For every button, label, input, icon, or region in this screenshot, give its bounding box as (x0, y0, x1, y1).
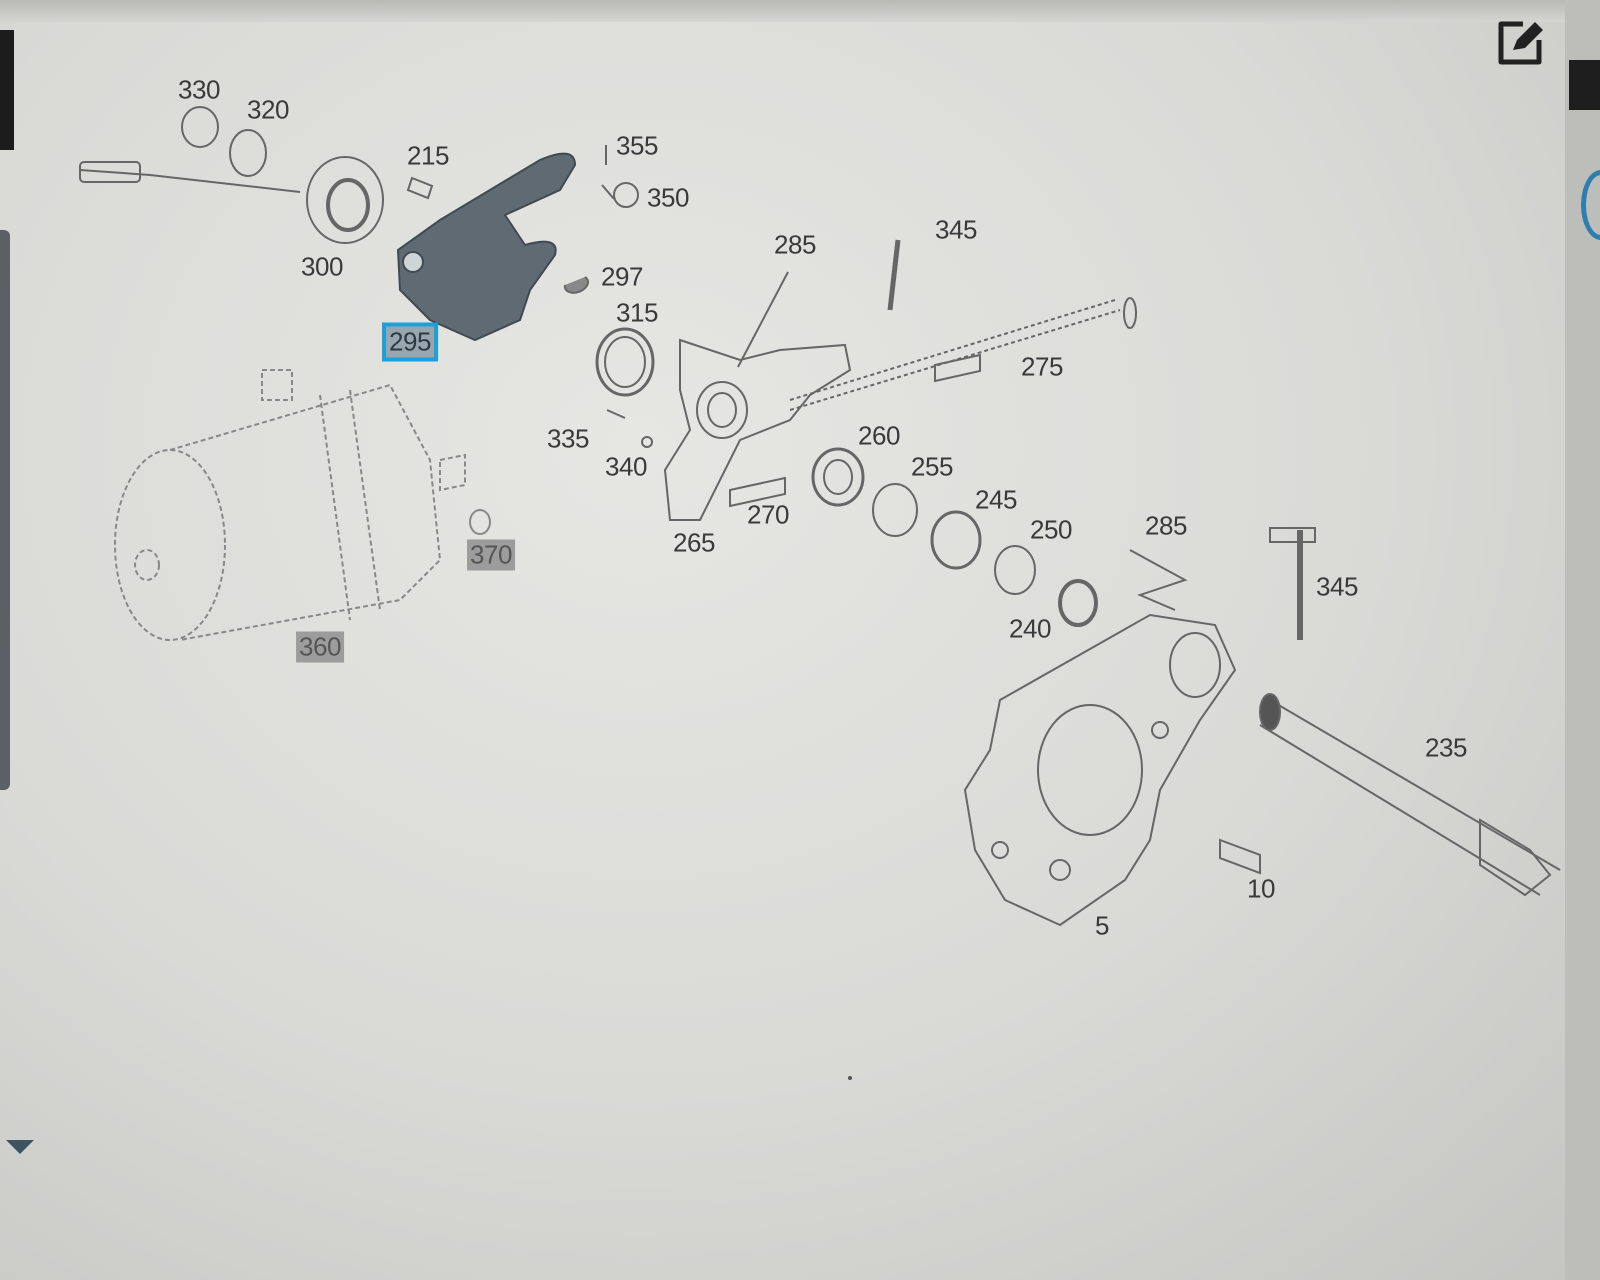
part-315-seal (595, 327, 655, 397)
top-bar (0, 0, 1600, 22)
part-label-245[interactable]: 245 (975, 484, 1017, 515)
part-285b-screw (1129, 549, 1188, 611)
part-320-ring (229, 129, 267, 177)
part-340-nut (641, 436, 653, 448)
part-260-bearing (811, 447, 865, 507)
part-label-5[interactable]: 5 (1095, 910, 1109, 941)
part-245-seal (930, 510, 982, 570)
part-label-350[interactable]: 350 (647, 182, 689, 213)
part-265-lever (663, 338, 852, 521)
part-10-bolt (1219, 838, 1261, 875)
part-255-circlip (872, 483, 918, 537)
part-label-295-selected[interactable]: 295 (382, 322, 438, 362)
part-label-250[interactable]: 250 (1030, 514, 1072, 545)
left-edge-panel (0, 30, 14, 150)
part-label-345[interactable]: 345 (935, 214, 977, 245)
part-297-pin (563, 276, 590, 294)
part-295-slack-adjuster (396, 152, 577, 342)
part-300-sensor (79, 156, 384, 244)
part-330-ring (181, 106, 219, 148)
edit-icon[interactable] (1495, 18, 1545, 68)
part-250-ring (994, 545, 1036, 595)
part-label-275[interactable]: 275 (1021, 351, 1063, 382)
part-label-340[interactable]: 340 (605, 451, 647, 482)
part-285-screw (737, 271, 789, 368)
part-label-10[interactable]: 10 (1247, 873, 1275, 904)
part-235-shaft (1259, 693, 1561, 897)
expand-down-arrow-icon[interactable] (6, 1140, 34, 1154)
part-370-nut (469, 509, 491, 535)
part-215-bolt (406, 176, 434, 200)
part-label-345b[interactable]: 345 (1316, 571, 1358, 602)
part-label-355[interactable]: 355 (616, 130, 658, 161)
part-label-360[interactable]: 360 (296, 631, 344, 663)
part-label-315[interactable]: 315 (616, 297, 658, 328)
part-label-265[interactable]: 265 (673, 527, 715, 558)
part-275-shaft (789, 299, 1121, 411)
part-label-285b[interactable]: 285 (1145, 510, 1187, 541)
part-label-335[interactable]: 335 (547, 423, 589, 454)
part-label-330[interactable]: 330 (178, 74, 220, 105)
part-335-clip (606, 409, 626, 419)
part-270-bolt (729, 476, 786, 508)
part-label-285[interactable]: 285 (774, 229, 816, 260)
part-label-255[interactable]: 255 (911, 451, 953, 482)
part-350-washer (613, 182, 639, 208)
part-label-235[interactable]: 235 (1425, 732, 1467, 763)
left-scroll-panel[interactable] (0, 230, 10, 790)
part-5-housing (963, 613, 1237, 927)
part-label-297[interactable]: 297 (601, 261, 643, 292)
part-345-sensor (887, 239, 901, 311)
part-label-370[interactable]: 370 (467, 539, 515, 571)
part-label-270[interactable]: 270 (747, 499, 789, 530)
part-240-ring (1058, 579, 1098, 627)
part-label-320[interactable]: 320 (247, 94, 289, 125)
part-label-260[interactable]: 260 (858, 420, 900, 451)
part-label-215[interactable]: 215 (407, 140, 449, 171)
part-360-brake-chamber (114, 369, 466, 641)
part-label-300[interactable]: 300 (301, 251, 343, 282)
panel-block (1569, 60, 1600, 110)
part-label-240[interactable]: 240 (1009, 613, 1051, 644)
right-side-panel (1565, 0, 1600, 1280)
